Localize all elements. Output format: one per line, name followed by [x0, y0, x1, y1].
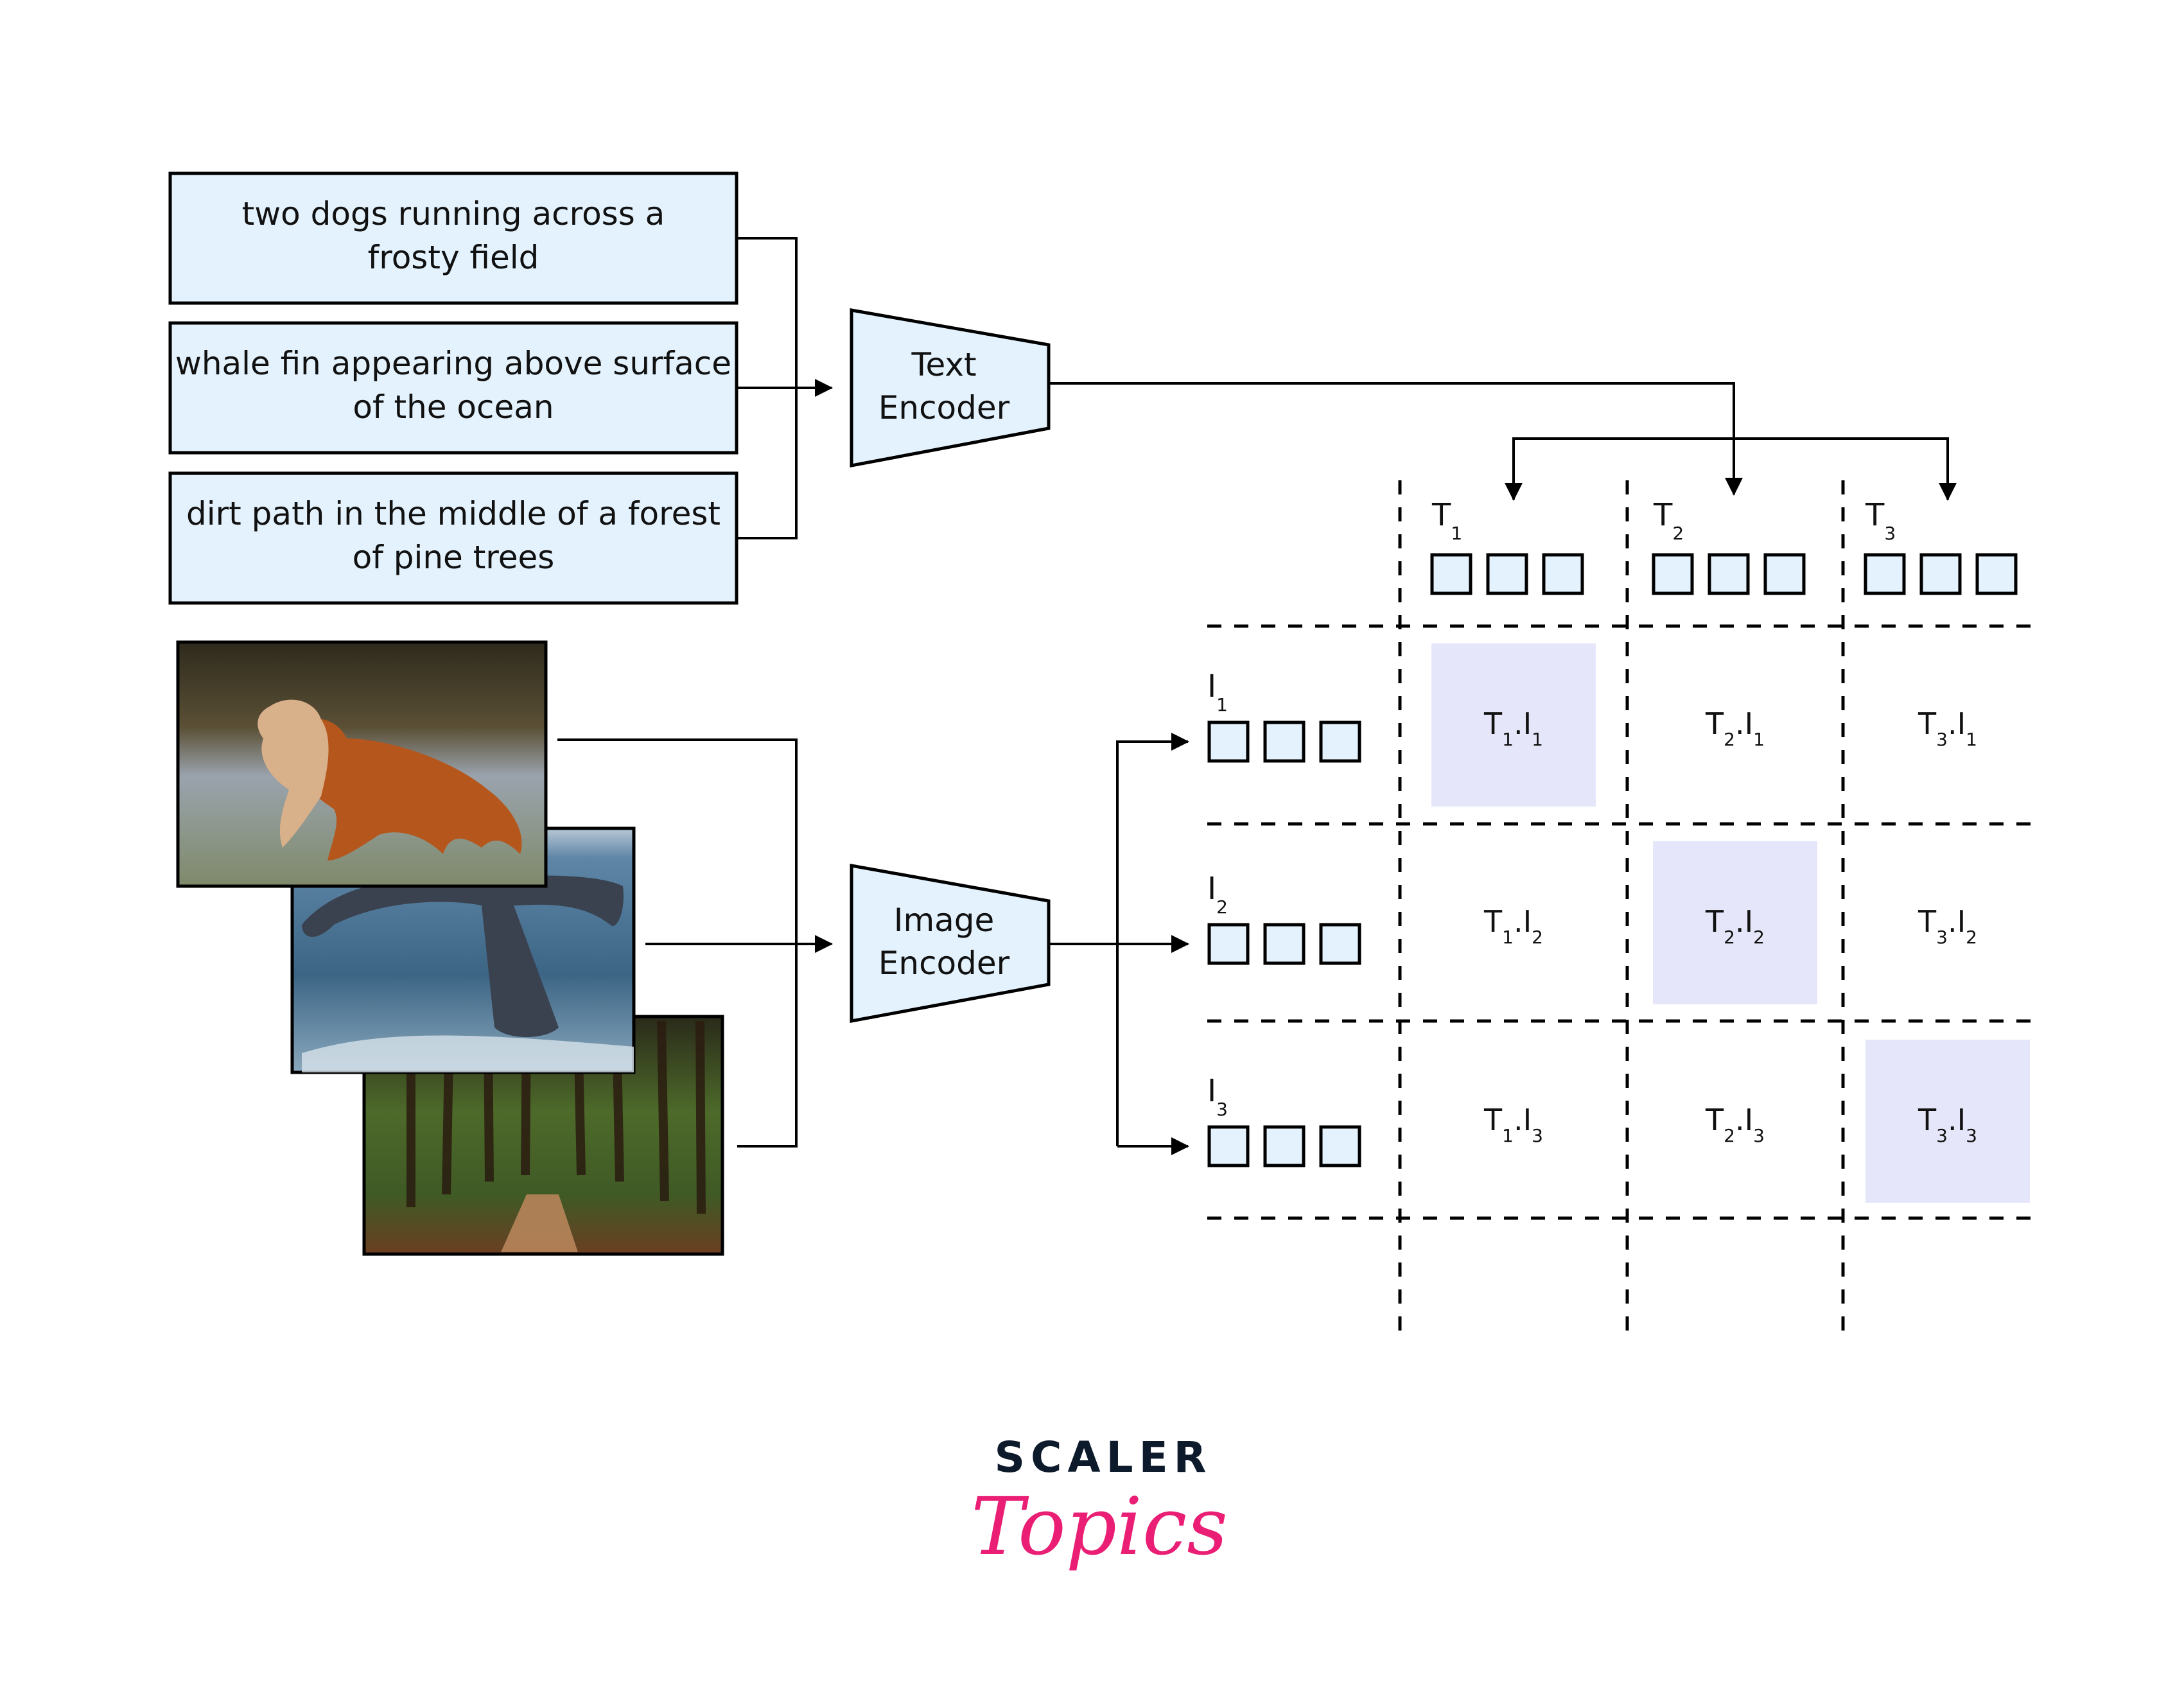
matrix-cell: T2.I3 [1705, 1103, 1765, 1146]
text-embedding-1: T1 [1430, 497, 1584, 595]
text-embeddings: T1 T2 T3 [1430, 497, 2018, 595]
cell-highlight [1653, 841, 1817, 1004]
embedding-square [1652, 553, 1694, 595]
text-encoder-output-connector [1049, 382, 1957, 501]
text-embedding-label: T2 [1653, 497, 1684, 544]
text-encoder: Text Encoder [850, 308, 1051, 468]
image-encoder-line-1: Image [894, 902, 995, 939]
caption-1-line-1: two dogs running across a [242, 195, 665, 232]
embedding-square [1864, 553, 1906, 595]
similarity-grid-lines [1207, 480, 2034, 1332]
caption-3-line-1: dirt path in the middle of a forest [186, 495, 721, 532]
matrix-cell: T1.I1 [1431, 643, 1596, 807]
matrix-cell: T1.I3 [1483, 1103, 1543, 1146]
logo-scaler: SCALER [994, 1433, 1212, 1482]
embedding-square [1919, 553, 1962, 595]
text-embedding-3: T3 [1864, 497, 2018, 595]
embedding-square [1763, 553, 1806, 595]
image-encoder-line-2: Encoder [878, 945, 1010, 982]
text-encoder-line-2: Encoder [878, 389, 1010, 426]
embedding-square [1542, 553, 1584, 595]
embedding-square [1207, 720, 1250, 763]
embedding-square [1319, 923, 1361, 965]
image-embedding-2: I2 [1207, 871, 1361, 965]
scaler-topics-logo: SCALER Topics [971, 1433, 1228, 1573]
image-embedding-label: I3 [1207, 1073, 1228, 1120]
image-dogs [176, 640, 548, 888]
embedding-square [1430, 553, 1472, 595]
image-embedding-1: I1 [1207, 668, 1361, 763]
cell-label: T2.I2 [1705, 904, 1765, 948]
image-embedding-label: I1 [1207, 668, 1228, 715]
caption-2-line-1: whale fin appearing above surface [175, 345, 731, 382]
cell-label: T3.I2 [1918, 904, 1977, 948]
text-embedding-label: T1 [1431, 497, 1462, 544]
matrix-cell: T2.I2 [1653, 841, 1817, 1004]
image-connector [557, 738, 833, 1148]
caption-3-line-2: of pine trees [353, 539, 555, 576]
embedding-square [1486, 553, 1528, 595]
embedding-square [1207, 1125, 1250, 1167]
embedding-square [1319, 720, 1361, 763]
image-embedding-3: I3 [1207, 1073, 1361, 1167]
embedding-square [1319, 1125, 1361, 1167]
embedding-square [1207, 923, 1250, 965]
embedding-square [1263, 720, 1306, 763]
image-embedding-label: I2 [1207, 871, 1228, 918]
cell-label: T2.I1 [1705, 706, 1765, 750]
matrix-cell: T3.I1 [1918, 706, 1977, 750]
cell-label: T2.I3 [1705, 1103, 1765, 1146]
cell-label: T1.I1 [1483, 706, 1543, 750]
matrix-cell: T2.I1 [1705, 706, 1765, 750]
image-encoder: Image Encoder [850, 864, 1051, 1024]
cell-label: T1.I3 [1483, 1103, 1543, 1146]
caption-1-line-2: frosty field [368, 239, 539, 276]
matrix-cell: T3.I2 [1918, 904, 1977, 948]
embedding-square [1975, 553, 2018, 595]
caption-box-3: dirt path in the middle of a forest of p… [168, 471, 738, 605]
text-embedding-label: T3 [1865, 497, 1896, 544]
matrix-cell: T3.I3 [1865, 1040, 2030, 1203]
caption-box-1: two dogs running across a frosty field [168, 171, 738, 305]
embedding-square [1708, 553, 1750, 595]
image-encoder-output-connector [1049, 733, 1189, 1155]
cell-highlight [1431, 643, 1596, 807]
matrix-cell: T1.I2 [1483, 904, 1543, 948]
text-encoder-line-1: Text [911, 346, 976, 383]
caption-2-line-2: of the ocean [353, 389, 554, 426]
caption-connector [737, 237, 833, 539]
embedding-square [1263, 923, 1306, 965]
cell-label: T1.I2 [1483, 904, 1543, 948]
caption-box-2: whale fin appearing above surface of the… [168, 321, 738, 455]
cell-label: T3.I3 [1918, 1103, 1977, 1146]
logo-topics: Topics [971, 1481, 1228, 1573]
cell-highlight [1865, 1040, 2030, 1203]
embedding-square [1263, 1125, 1306, 1167]
text-embedding-2: T2 [1652, 497, 1806, 595]
cell-label: T3.I1 [1918, 706, 1977, 750]
